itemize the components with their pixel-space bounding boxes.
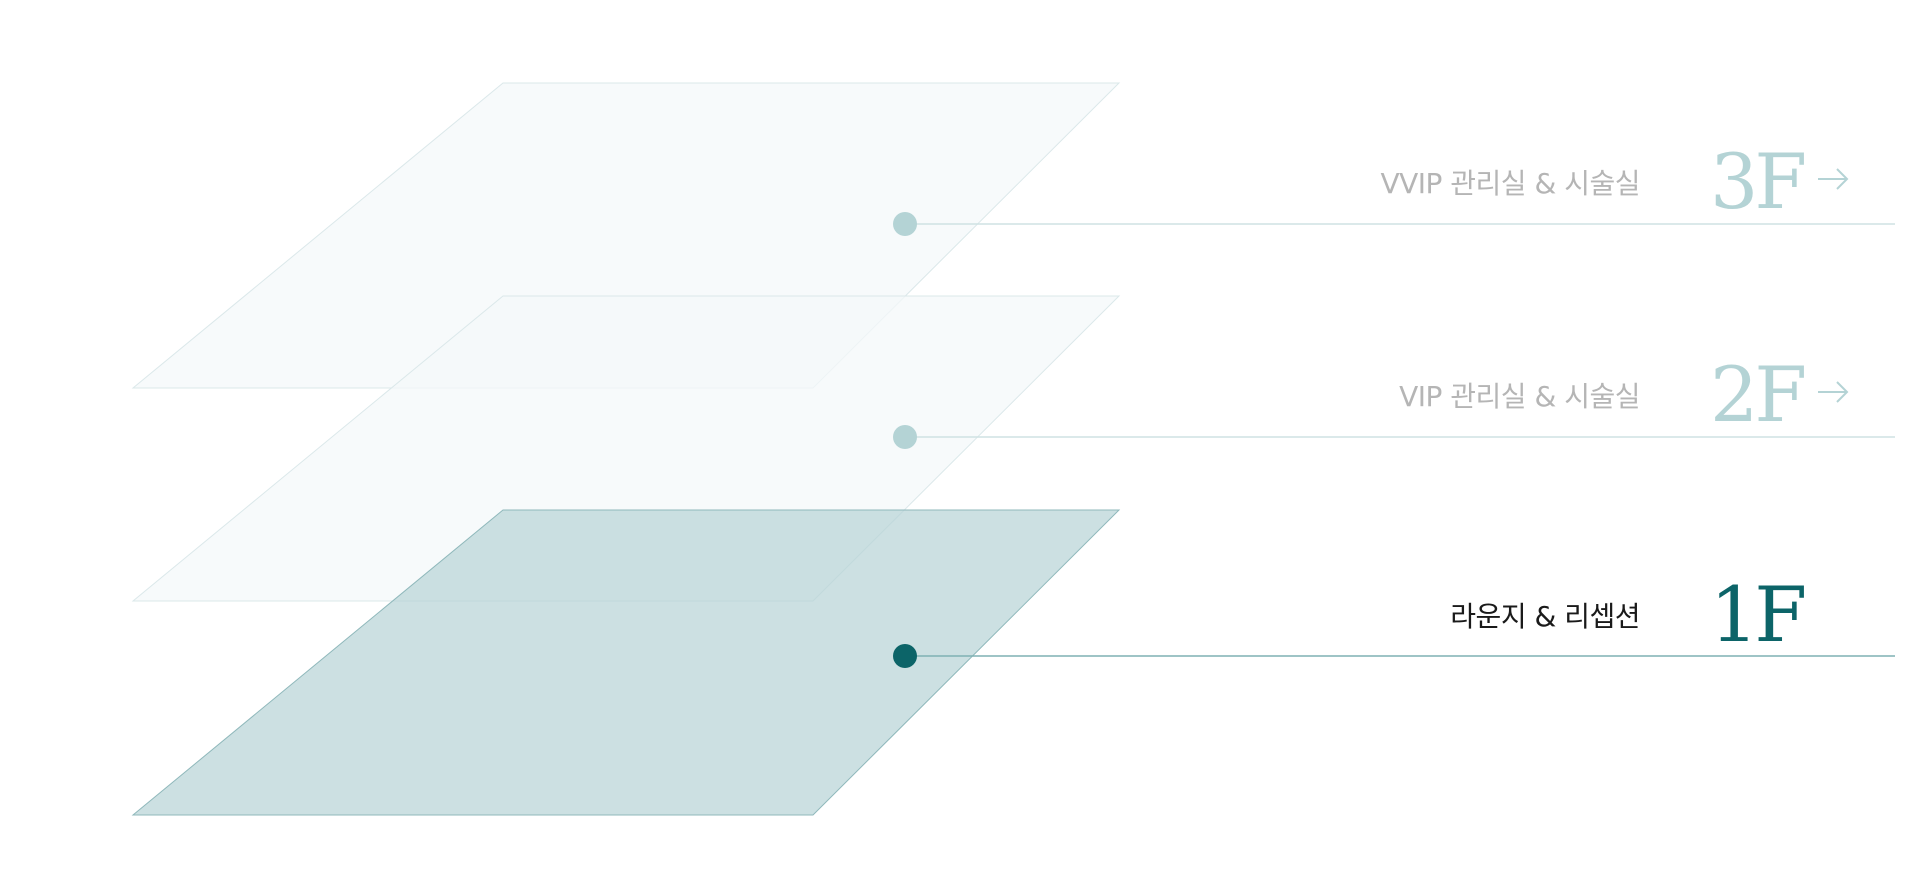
floor-marker-2f [893,425,917,449]
floor-label-1f: 라운지 & 리셉션 [1450,600,1640,633]
arrow-right-icon [1818,381,1849,403]
arrow-right-icon [1818,168,1849,190]
floor-number-1f: 1F [1710,570,1807,659]
floor-plane-1f[interactable] [131,509,1121,816]
floor-link-3f[interactable]: VVIP 관리실 & 시술실 3F [1070,137,1850,227]
floor-marker-1f [893,644,917,668]
floor-label-3f: VVIP 관리실 & 시술실 [1380,167,1640,200]
floor-number-2f: 2F [1710,350,1807,439]
floor-link-2f[interactable]: VIP 관리실 & 시술실 2F [1070,350,1850,440]
floor-link-1f[interactable]: 라운지 & 리셉션 1F [1070,570,1850,660]
floor-marker-3f [893,212,917,236]
floor-number-3f: 3F [1710,137,1807,226]
floor-label-2f: VIP 관리실 & 시술실 [1399,380,1640,413]
